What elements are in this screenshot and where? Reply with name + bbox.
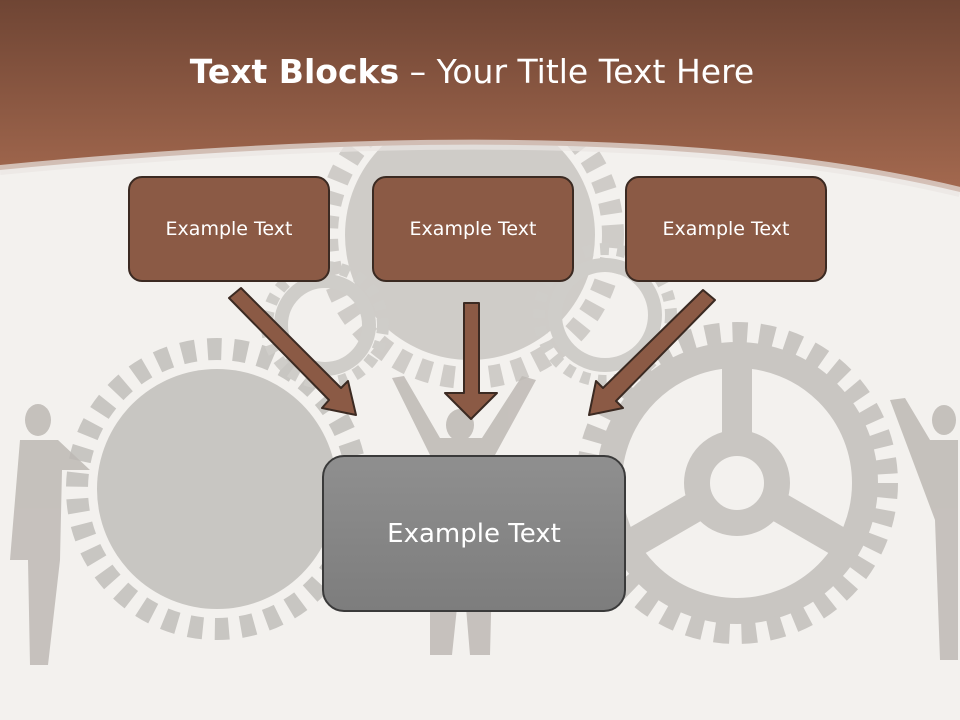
title-rest: Your Title Text Here [436, 52, 755, 91]
text-block-3[interactable]: Example Text [625, 176, 827, 282]
text-block-1-label: Example Text [165, 218, 293, 240]
slide-title: Text Blocks – Your Title Text Here [0, 52, 944, 91]
text-block-1[interactable]: Example Text [128, 176, 330, 282]
arrow-left [228, 287, 357, 416]
title-bold: Text Blocks [189, 52, 400, 91]
text-block-2[interactable]: Example Text [372, 176, 574, 282]
header-band [0, 0, 960, 192]
main-text-block[interactable]: Example Text [322, 455, 626, 612]
arrow-right [588, 289, 716, 416]
arrow-center [444, 302, 498, 420]
main-text-block-label: Example Text [387, 518, 561, 549]
gear-small-right [533, 243, 677, 387]
text-block-3-label: Example Text [662, 218, 790, 240]
title-dash: – [399, 52, 437, 91]
text-block-2-label: Example Text [409, 218, 537, 240]
